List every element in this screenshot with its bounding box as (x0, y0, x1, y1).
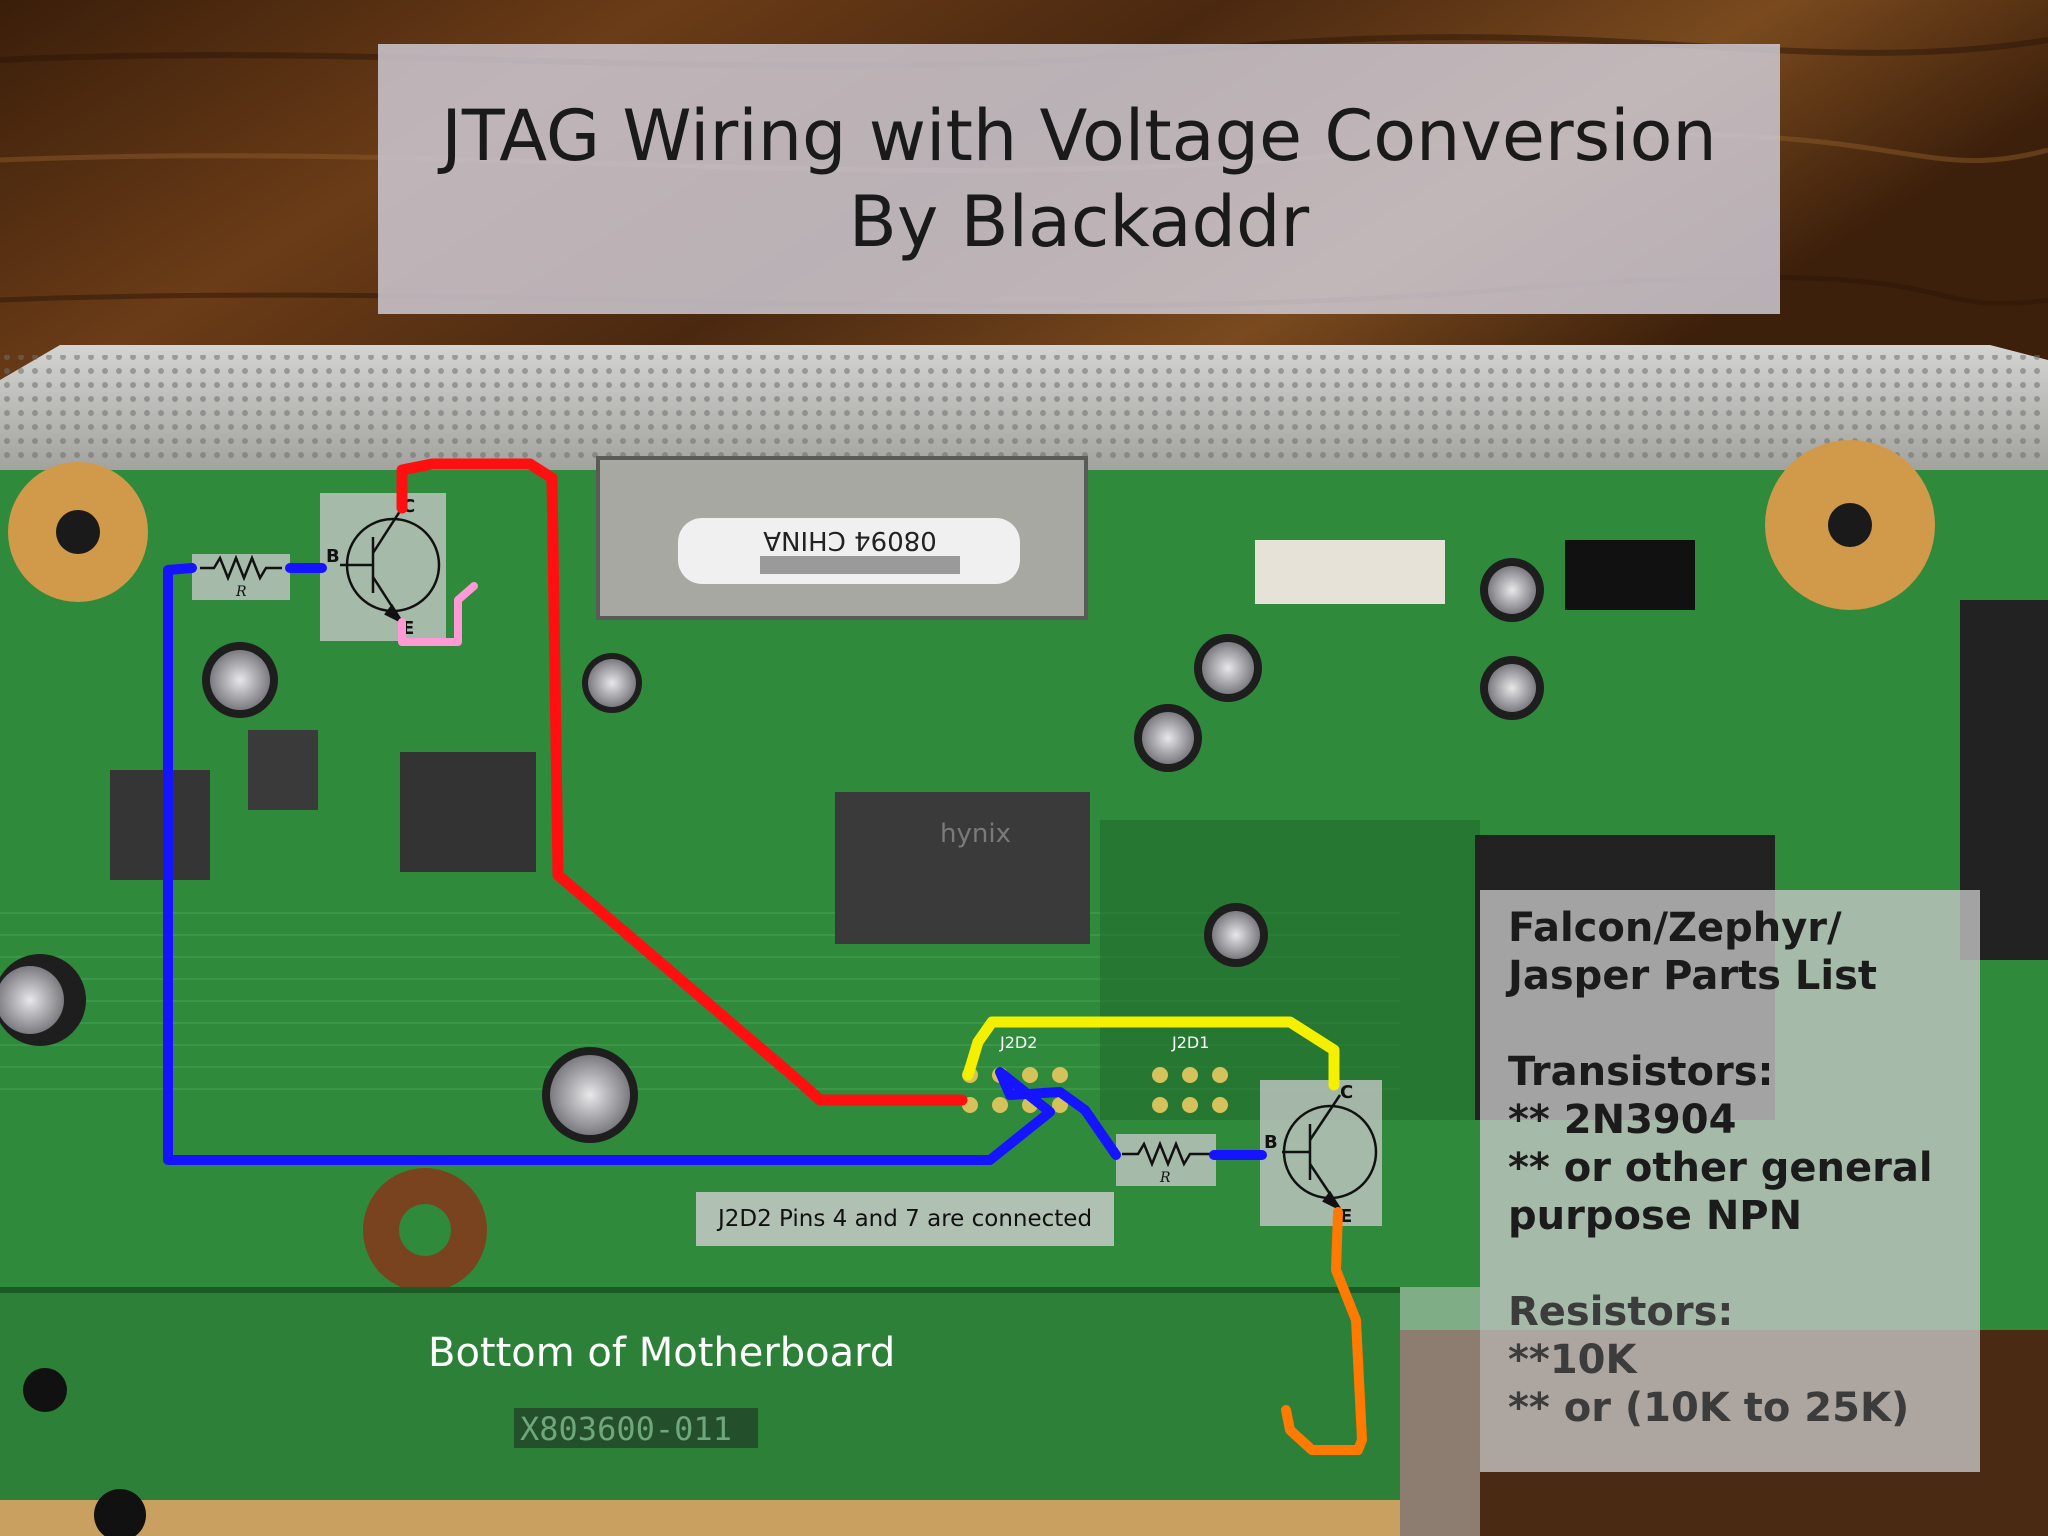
wire-blue-main (163, 563, 1121, 1165)
j2d1-header: J2D1 (1152, 1033, 1228, 1113)
transistor-bottom-symbol (1282, 1094, 1378, 1213)
wire-red (396, 458, 968, 1106)
resistors-heading: Resistors: (1508, 1289, 1734, 1335)
resistor-item-2: ** or (10K to 25K) (1508, 1385, 1910, 1431)
transistor-item-2: ** or other general (1508, 1145, 1933, 1191)
svg-text:J2D2: J2D2 (999, 1033, 1037, 1052)
resistor-top-panel (192, 554, 290, 600)
base-label-bottom: B (1264, 1132, 1278, 1153)
transistors-heading: Transistors: (1508, 1049, 1774, 1095)
base-label-top: B (326, 546, 340, 567)
svg-text:J2D1: J2D1 (1171, 1033, 1209, 1052)
chip-label: 08094 CHINA (763, 525, 937, 555)
title-line-2: By Blackaddr (848, 181, 1310, 263)
title-panel: JTAG Wiring with Voltage Conversion By B… (378, 44, 1780, 314)
flash-chip (835, 792, 1090, 944)
transistor-top-symbol (340, 507, 441, 626)
parts-list-panel: Falcon/Zephyr/ Jasper Parts List Transis… (1480, 890, 1980, 1472)
resistor-item-1: **10K (1508, 1337, 1637, 1383)
bottom-of-motherboard-label: Bottom of Motherboard (428, 1330, 896, 1376)
resistor-bottom-symbol (1122, 1140, 1210, 1168)
transistor-bottom-panel (1260, 1080, 1382, 1226)
transistor-item-3: purpose NPN (1508, 1193, 1803, 1239)
emitter-label-bottom: E (1340, 1206, 1352, 1227)
board-marking-box (514, 1408, 758, 1448)
wire-pink (398, 582, 478, 646)
svg-text:hynix: hynix (940, 819, 1011, 849)
transistor-item-1: ** 2N3904 (1508, 1097, 1737, 1143)
collector-label-bottom: C (1340, 1082, 1353, 1103)
board-marking: X803600-011 (520, 1410, 732, 1448)
wire-orange (1281, 1207, 1367, 1455)
parts-heading-2: Jasper Parts List (1508, 953, 1878, 999)
j2d2-note: J2D2 Pins 4 and 7 are connected (696, 1192, 1114, 1246)
resistor-bottom-label: R (1159, 1170, 1171, 1186)
resistor-top-symbol (200, 554, 282, 582)
wire-yellow (962, 1016, 1340, 1091)
transistor-top-panel (320, 493, 446, 641)
parts-heading-1: Falcon/Zephyr/ (1508, 905, 1842, 951)
resistor-top-label: R (235, 584, 247, 600)
title-line-1: JTAG Wiring with Voltage Conversion (441, 95, 1717, 177)
